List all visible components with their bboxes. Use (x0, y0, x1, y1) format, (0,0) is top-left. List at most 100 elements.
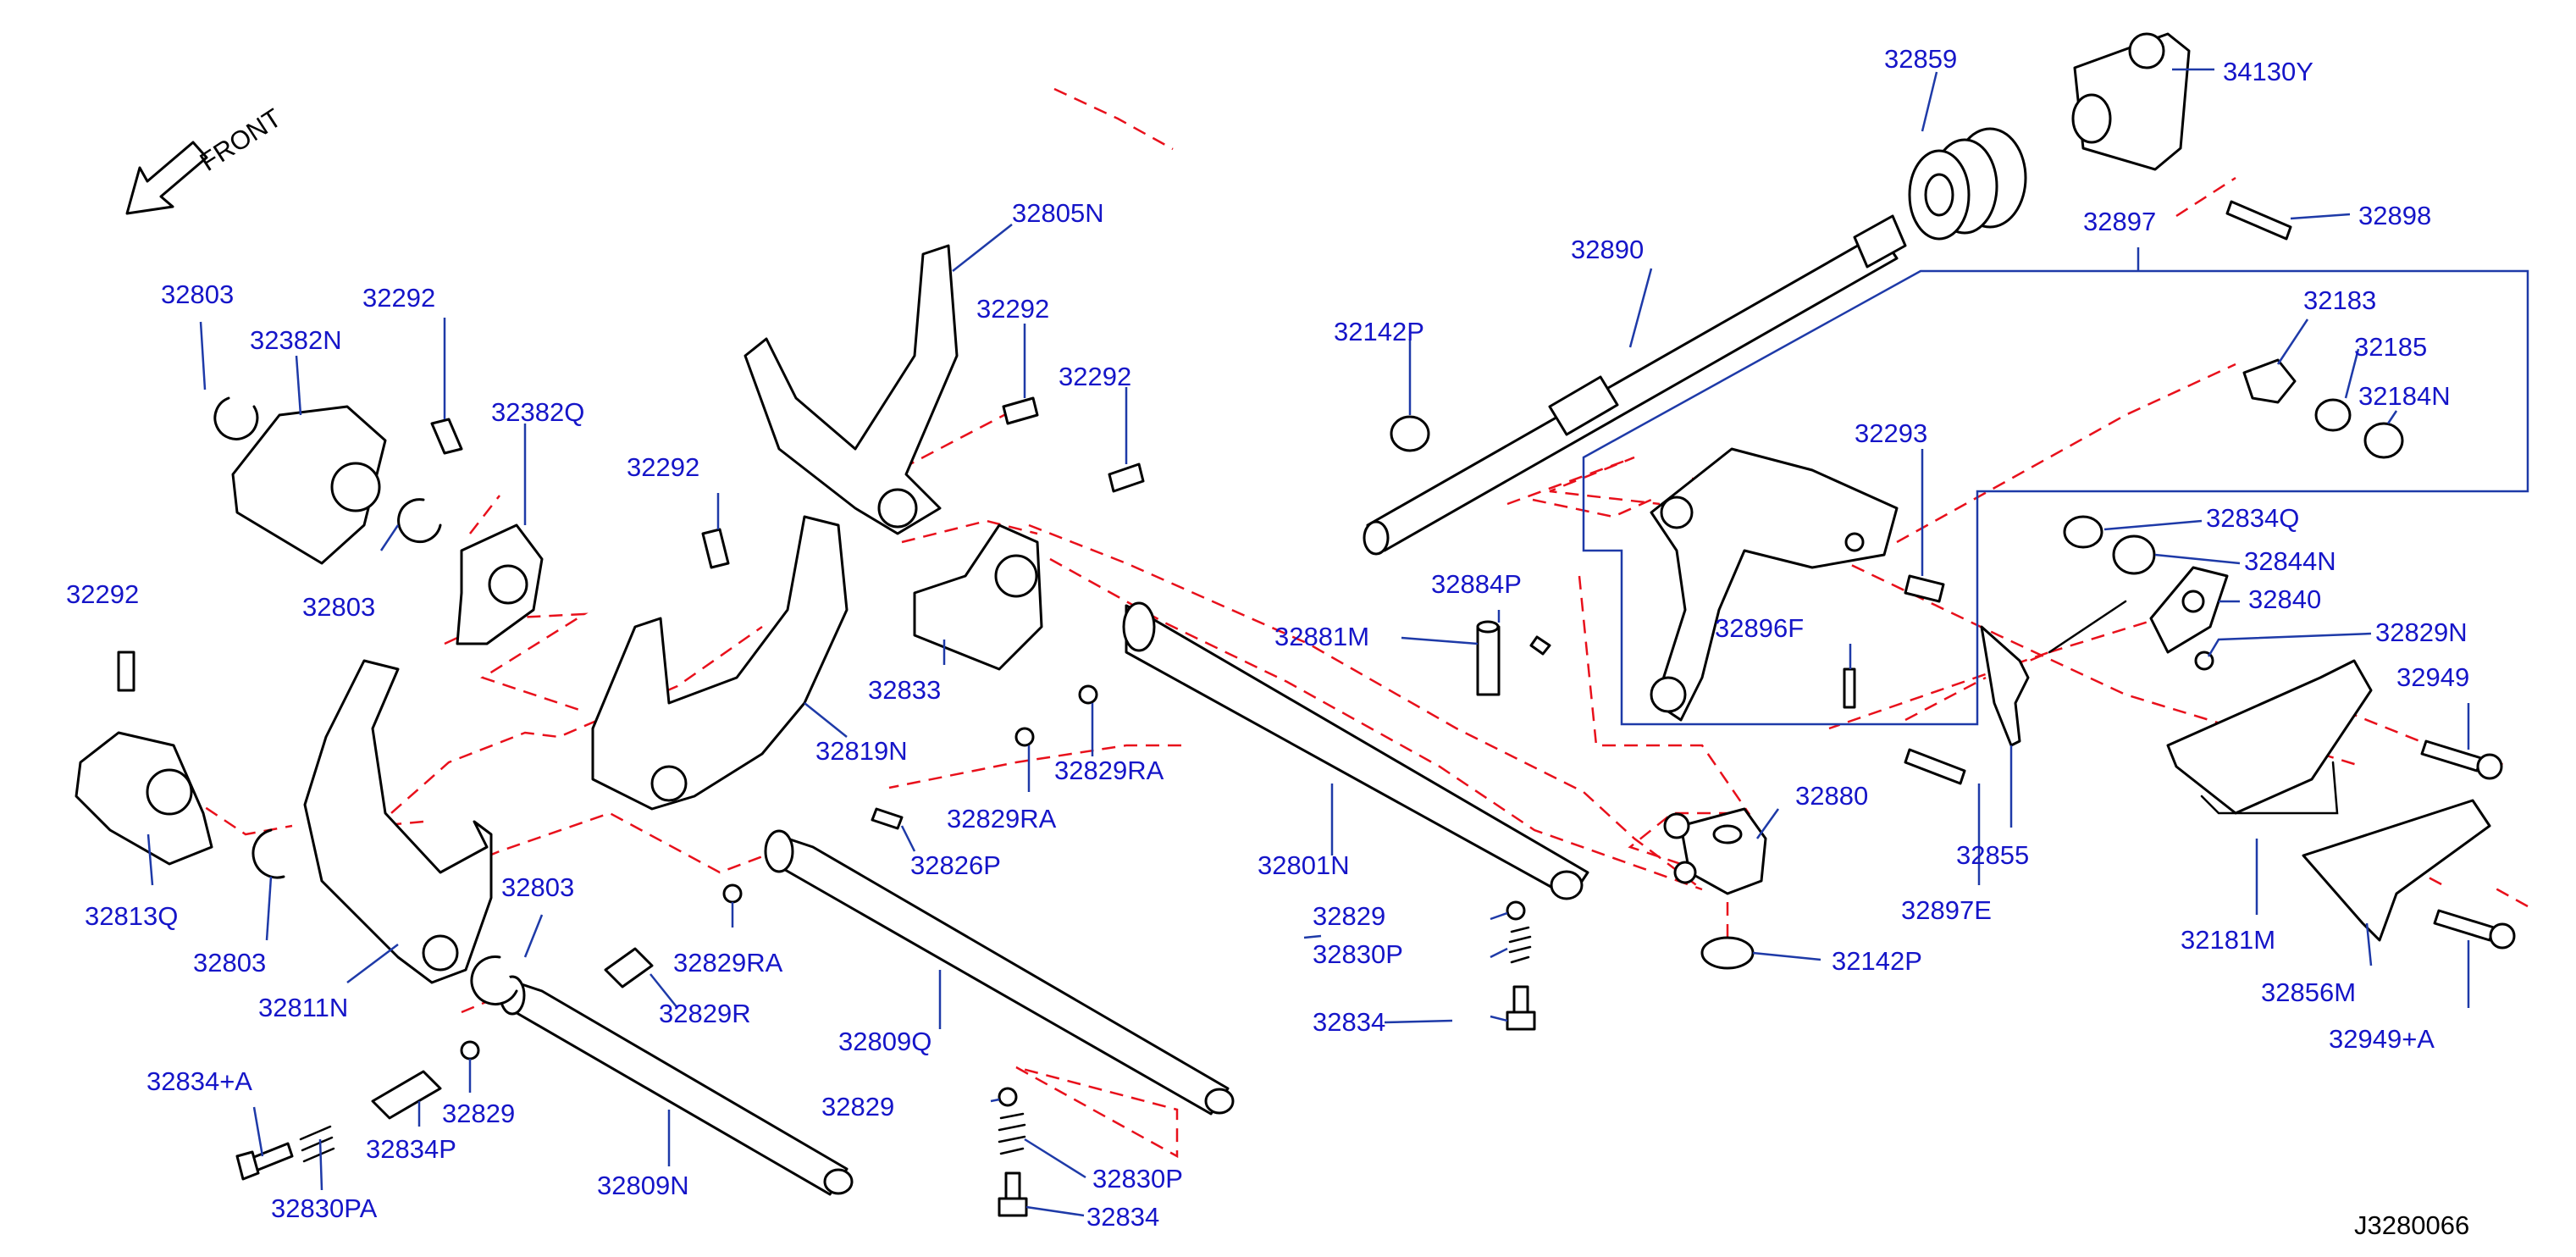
label-32829N[interactable]: 32829N (2375, 617, 2468, 647)
label-32830P-1[interactable]: 32830P (1313, 939, 1403, 969)
part-32142P-upper (1390, 415, 1430, 452)
label-32813Q[interactable]: 32813Q (85, 901, 178, 931)
part-32898 (2225, 200, 2292, 241)
label-32292-3[interactable]: 32292 (1059, 362, 1131, 391)
part-32185 (2314, 398, 2352, 432)
label-32856M[interactable]: 32856M (2261, 977, 2356, 1007)
part-32897E (1904, 748, 1966, 785)
label-32829-3[interactable]: 32829 (442, 1099, 515, 1128)
label-32803-1[interactable]: 32803 (161, 280, 234, 309)
label-32809Q[interactable]: 32809Q (838, 1027, 931, 1056)
part-labels: 32859 34130Y 32898 32897 32890 32183 321… (66, 44, 2469, 1232)
part-32801N (1122, 601, 1589, 900)
label-32949A[interactable]: 32949+A (2329, 1024, 2435, 1054)
label-32830PA[interactable]: 32830PA (271, 1193, 378, 1223)
label-32949[interactable]: 32949 (2396, 662, 2469, 692)
label-32897E[interactable]: 32897E (1901, 895, 1992, 925)
label-32184N[interactable]: 32184N (2358, 381, 2451, 411)
label-32819N[interactable]: 32819N (815, 736, 908, 766)
label-32181M[interactable]: 32181M (2181, 925, 2275, 955)
label-32292-4[interactable]: 32292 (627, 452, 699, 482)
label-32805N[interactable]: 32805N (1012, 198, 1104, 228)
label-32834P[interactable]: 32834P (366, 1134, 456, 1164)
part-32803-c (252, 828, 285, 879)
label-32829RA-2[interactable]: 32829RA (947, 804, 1057, 833)
label-32844N[interactable]: 32844N (2244, 546, 2336, 576)
part-32844N (2112, 534, 2156, 575)
label-32142P-lower[interactable]: 32142P (1832, 946, 1922, 976)
label-32293[interactable]: 32293 (1855, 418, 1927, 448)
label-32803-4[interactable]: 32803 (501, 872, 574, 902)
label-32896F[interactable]: 32896F (1715, 613, 1804, 643)
label-32382Q[interactable]: 32382Q (491, 397, 584, 427)
part-32829R (604, 947, 654, 988)
label-32803-3[interactable]: 32803 (193, 948, 266, 977)
part-32859 (1908, 127, 2027, 241)
label-32185[interactable]: 32185 (2354, 332, 2427, 362)
label-32803-2[interactable]: 32803 (302, 592, 375, 622)
part-32805N (744, 244, 959, 535)
front-label: FRONT (195, 102, 287, 177)
label-32880[interactable]: 32880 (1795, 781, 1868, 811)
part-32293 (1904, 574, 1945, 603)
label-32382N[interactable]: 32382N (250, 325, 342, 355)
part-34130Y (2071, 32, 2191, 171)
label-32829RA-3[interactable]: 32829RA (673, 948, 783, 977)
part-32292-pins (117, 396, 1145, 692)
label-32829-2[interactable]: 32829 (821, 1092, 894, 1121)
part-32813Q (75, 731, 213, 866)
label-32292-1[interactable]: 32292 (362, 283, 435, 313)
label-32801N[interactable]: 32801N (1258, 850, 1350, 880)
label-32829RA-1[interactable]: 32829RA (1054, 756, 1164, 785)
label-34130Y[interactable]: 34130Y (2223, 57, 2313, 86)
part-32181M (2166, 659, 2373, 815)
label-32829R[interactable]: 32829R (659, 999, 751, 1028)
label-32811N[interactable]: 32811N (258, 993, 348, 1022)
part-32896F (1843, 667, 1856, 709)
part-32949 (2420, 739, 2503, 780)
front-arrow-icon (125, 141, 208, 215)
part-32856M (2302, 799, 2491, 942)
label-32142P-upper[interactable]: 32142P (1334, 317, 1424, 346)
label-32183[interactable]: 32183 (2303, 285, 2376, 315)
part-32382Q (456, 523, 544, 645)
part-32803-d (470, 955, 518, 1006)
part-32949A (2433, 909, 2516, 950)
label-32826P[interactable]: 32826P (910, 850, 1001, 880)
label-32855[interactable]: 32855 (1956, 840, 2029, 870)
part-32881M (1476, 620, 1501, 696)
label-32834-2[interactable]: 32834 (1086, 1202, 1159, 1232)
part-32809Q (764, 829, 1235, 1116)
label-32890[interactable]: 32890 (1571, 235, 1644, 264)
part-32833 (913, 523, 1043, 671)
part-32142P-lower (1700, 936, 1755, 970)
label-32898[interactable]: 32898 (2358, 201, 2431, 230)
part-32890 (1363, 214, 1907, 556)
label-32834A[interactable]: 32834+A (146, 1066, 252, 1096)
label-32829-1[interactable]: 32829 (1313, 901, 1385, 931)
part-32840 (2149, 566, 2229, 654)
label-32834-1[interactable]: 32834 (1313, 1007, 1385, 1037)
label-32830P-2[interactable]: 32830P (1092, 1164, 1183, 1193)
group-box-32897 (1582, 269, 2529, 726)
label-32834Q[interactable]: 32834Q (2206, 503, 2299, 533)
leader-lines (146, 68, 2470, 1217)
part-32884P (1529, 635, 1551, 656)
label-32881M[interactable]: 32881M (1274, 622, 1369, 651)
label-32833[interactable]: 32833 (868, 675, 941, 705)
part-32803-b (397, 498, 442, 544)
label-32840[interactable]: 32840 (2248, 584, 2321, 614)
label-32884P[interactable]: 32884P (1431, 569, 1522, 599)
part-32834P (371, 1070, 442, 1120)
part-32855 (1980, 600, 2127, 747)
part-32184N (2363, 422, 2404, 459)
part-32880 (1663, 807, 1767, 895)
label-32859[interactable]: 32859 (1884, 44, 1957, 74)
part-32834Q (2063, 515, 2103, 549)
part-32183 (2242, 358, 2297, 404)
label-32292-5[interactable]: 32292 (66, 579, 139, 609)
label-32897[interactable]: 32897 (2083, 207, 2156, 236)
label-32292-2[interactable]: 32292 (976, 294, 1049, 324)
label-32809N[interactable]: 32809N (597, 1171, 689, 1200)
